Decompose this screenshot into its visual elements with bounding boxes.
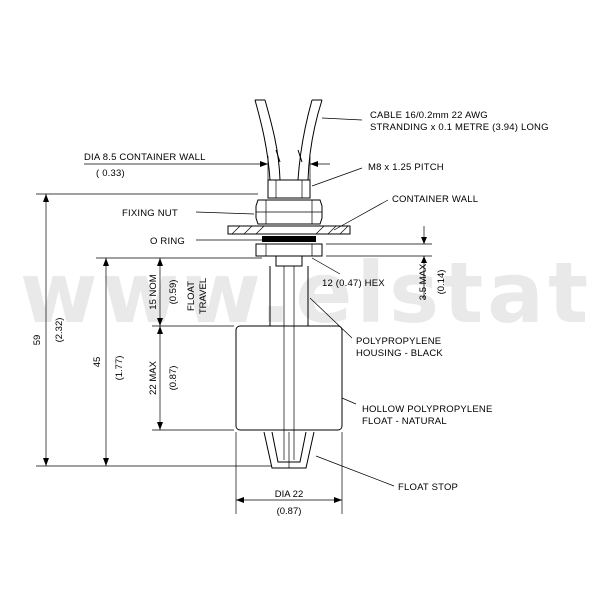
container-wall-plate (227, 225, 351, 235)
dimension-lines (36, 156, 432, 514)
o-ring (262, 236, 316, 242)
dim-3-5-max-mm: 3.5 MAX (418, 263, 429, 300)
label-dia-container-wall-in: ( 0.33) (96, 168, 125, 179)
fixing-nut (255, 199, 323, 225)
threaded-stem (267, 179, 311, 199)
dim-22-max-mm: 22 MAX (148, 360, 159, 394)
dim-15-nom-mm: 15 NOM (148, 274, 159, 309)
housing-stem (269, 255, 309, 460)
label-float-stop: FLOAT STOP (398, 482, 458, 493)
label-float-line2: FLOAT - NATURAL (362, 416, 447, 427)
label-o-ring: O RING (150, 236, 185, 247)
dim-float-travel-2: TRAVEL (198, 278, 209, 314)
float-body (235, 325, 343, 431)
dimension-text: 59 (2.32) 45 (1.77) 15 NOM (0.59) FLOAT … (32, 263, 447, 517)
label-m8-pitch: M8 x 1.25 PITCH (368, 162, 444, 173)
leader-lines (195, 117, 395, 487)
label-housing-line2: HOUSING - BLACK (356, 348, 443, 359)
label-fixing-nut: FIXING NUT (122, 208, 178, 219)
float-stop-cage (263, 431, 315, 469)
label-cable-line2: STRANDING x 0.1 METRE (3.94) LONG (370, 122, 549, 133)
dim-3-5-max-in: (0.14) (436, 270, 447, 295)
dim-45-in: (1.77) (114, 356, 125, 381)
dim-45-mm: 45 (92, 357, 103, 368)
label-float-line1: HOLLOW POLYPROPYLENE (362, 404, 493, 415)
dim-dia-22-mm: DIA 22 (275, 489, 304, 500)
watermark-text: www.elstat.pl (20, 244, 600, 342)
dim-dia-22-in: (0.87) (277, 506, 302, 517)
label-housing-line1: POLYPROPYLENE (356, 336, 441, 347)
dim-15-nom-in: (0.59) (168, 280, 179, 305)
label-dia-container-wall: DIA 8.5 CONTAINER WALL (84, 152, 206, 163)
dim-overall-mm: 59 (32, 335, 43, 346)
dim-overall-in: (2.32) (54, 318, 65, 343)
dim-22-max-in: (0.87) (168, 366, 179, 391)
cable-wires (254, 99, 323, 181)
callout-labels: CABLE 16/0.2mm 22 AWG STRANDING x 0.1 ME… (84, 110, 549, 493)
label-container-wall: CONTAINER WALL (392, 194, 478, 205)
label-hex: 12 (0.47) HEX (322, 278, 385, 289)
dim-float-travel-1: FLOAT (186, 281, 197, 311)
label-cable-line1: CABLE 16/0.2mm 22 AWG (370, 110, 488, 121)
